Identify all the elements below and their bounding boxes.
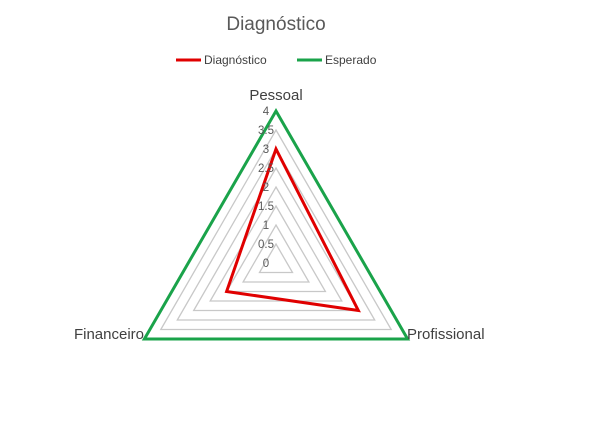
gridline-ring-5: [192, 166, 360, 312]
tick-label-5: 2.5: [258, 163, 274, 175]
tick-label-7: 3.5: [258, 125, 274, 137]
axis-label-pessoal: Pessoal: [249, 87, 302, 104]
axis-label-financeiro: Financeiro: [74, 326, 144, 343]
tick-label-8: 4: [263, 106, 270, 118]
radar-tick-labels: 0 0.5 1 1.5 2 2.5 3 3.5 4: [258, 106, 274, 270]
tick-label-2: 1: [263, 220, 269, 232]
gridline-ring-6: [176, 147, 376, 321]
chart-title: Diagnóstico: [226, 14, 325, 35]
axis-label-profissional: Profissional: [407, 326, 485, 343]
legend: Diagnóstico Esperado: [176, 53, 377, 67]
radar-grid: [143, 109, 409, 340]
tick-label-1: 0.5: [258, 239, 274, 251]
tick-label-0: 0: [263, 258, 269, 270]
gridline-ring-7: [159, 128, 393, 331]
legend-label-diagnostico: Diagnóstico: [204, 53, 267, 67]
tick-label-4: 2: [263, 182, 269, 194]
series-line-diagnostico: [224, 145, 361, 313]
tick-label-6: 3: [263, 144, 269, 156]
legend-label-esperado: Esperado: [325, 53, 377, 67]
gridline-ring-1: [258, 242, 294, 274]
gridline-ring-3: [225, 204, 327, 293]
radar-series: [141, 107, 411, 341]
series-line-esperado: [141, 107, 411, 341]
gridline-ring-2: [241, 223, 311, 283]
tick-label-3: 1.5: [258, 201, 274, 213]
